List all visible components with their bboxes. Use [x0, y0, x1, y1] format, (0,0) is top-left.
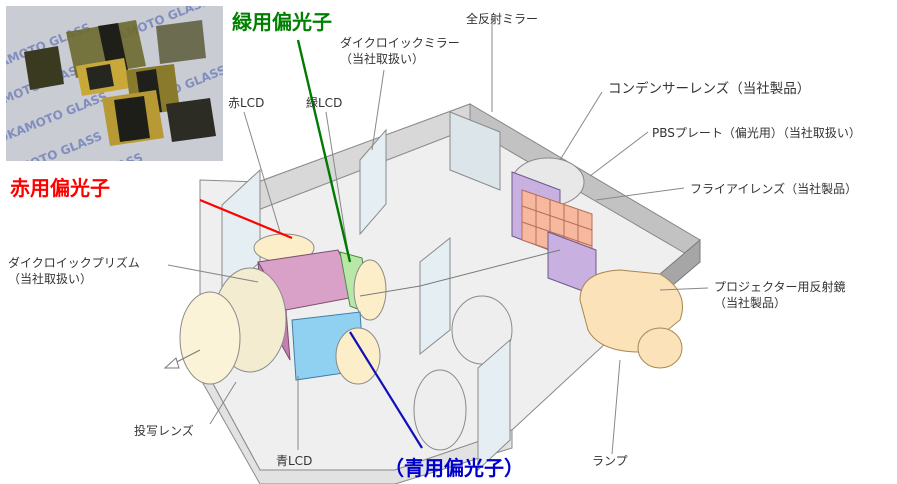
projection-lens-label: 投写レンズ [134, 424, 194, 438]
lamp-label: ランプ [592, 454, 628, 468]
polarizer-films [24, 20, 216, 146]
blue-polarizer-label: （青用偏光子） [384, 456, 524, 480]
chassis-bottom-wall [199, 359, 513, 484]
total-reflection-mirror-label: 全反射ミラー [466, 12, 539, 26]
inner-mirror-shape [419, 236, 451, 356]
pbs-plate-label: PBSプレート（偏光用）（当社取扱い） [652, 126, 861, 140]
projection-lens-front [179, 291, 241, 385]
green-lcd-label: 緑LCD [306, 96, 343, 110]
reflector-label-1: プロジェクター用反射鏡 [714, 280, 846, 294]
polarizer-film-photo: OKAMOTO GLASS OKAMOTO GLASS OKAMOTO GLAS… [6, 6, 223, 161]
green-lens-shape [353, 259, 387, 321]
lamp-shape [637, 327, 683, 369]
reflector-label-2: （当社製品） [714, 296, 787, 310]
total-mirror-shape [449, 111, 501, 191]
dichroic-mirror-label-2: （当社取扱い） [340, 52, 425, 66]
red-polarizer-label: 赤用偏光子 [10, 176, 110, 200]
blue-lens-shape [335, 327, 381, 385]
dichroic-mirror-label-1: ダイクロイックミラー [340, 36, 460, 50]
leader-lines [167, 20, 709, 455]
bottom-lens-shape [413, 369, 467, 451]
blue-lcd-label: 青LCD [276, 454, 313, 468]
dichroic-prism-label-2: （当社取扱い） [8, 272, 93, 286]
bottom-mirror-shape [477, 338, 511, 472]
dichroic-prism-label-1: ダイクロイックプリズム [8, 256, 140, 270]
fly-eye-lens-label: フライアイレンズ（当社製品） [690, 182, 858, 196]
green-pointer [296, 39, 352, 263]
light-path [163, 249, 561, 369]
blue-pointer [349, 331, 423, 449]
red-lcd-label: 赤LCD [228, 96, 265, 110]
red-pointer [199, 198, 293, 240]
dichroic-mirror-shape [359, 128, 387, 236]
condenser-lens-label: コンデンサーレンズ（当社製品） [608, 81, 811, 97]
green-polarizer-label: 緑用偏光子 [232, 10, 332, 34]
